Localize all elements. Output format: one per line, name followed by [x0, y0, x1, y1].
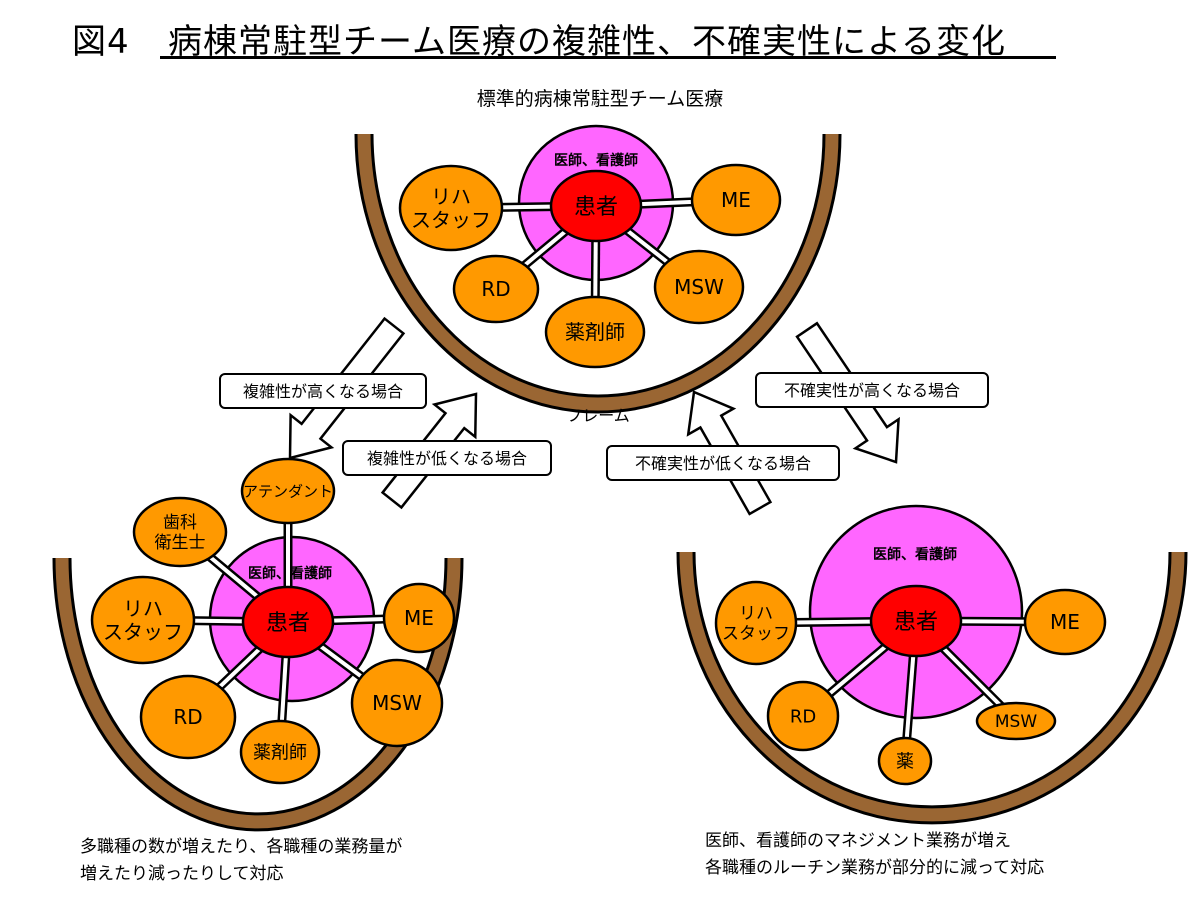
member-label: 薬: [896, 751, 914, 772]
member-node-msw: MSW: [653, 249, 745, 325]
member-ellipse: [690, 163, 782, 237]
member-label: ME: [404, 606, 434, 630]
member-ellipse: [139, 674, 237, 760]
patient-label: 患者: [894, 610, 938, 635]
member-node-pharm: 薬剤師: [544, 295, 646, 369]
complex-caption: 多職種の数が増えたり、各職種の業務量が 増えたり減ったりして対応: [80, 834, 402, 888]
core-team-label: 医師、看護師: [554, 152, 638, 169]
patient-node: [549, 169, 643, 243]
member-label: アテンダント: [243, 482, 333, 500]
member-label: ME: [721, 188, 751, 212]
member-label: リハ: [123, 596, 163, 620]
label-uncertainty-down: 不確実性が低くなる場合: [606, 445, 840, 481]
member-node-me: ME: [690, 163, 782, 237]
member-label: 衛生士: [155, 533, 206, 553]
label-complexity-up: 複雑性が高くなる場合: [219, 373, 427, 409]
member-label: スタッフ: [411, 208, 491, 232]
member-label: MSW: [995, 712, 1037, 732]
label-uncertainty-up: 不確実性が高くなる場合: [755, 372, 989, 408]
figure-title-text: 病棟常駐型チーム医療の複雑性、不確実性による変化: [168, 22, 1006, 62]
label-complexity-down-text: 複雑性が低くなる場合: [367, 449, 527, 468]
member-label: 薬剤師: [565, 320, 625, 344]
member-ellipse: [766, 680, 840, 752]
member-node-pharm: 薬: [877, 736, 933, 786]
member-ellipse: [653, 249, 745, 325]
title-underline: [160, 56, 1056, 59]
member-ellipse: [452, 254, 540, 324]
member-node-rd: RD: [766, 680, 840, 752]
member-ellipse: [382, 582, 456, 654]
member-node-msw: MSW: [975, 701, 1057, 741]
label-uncertainty-down-text: 不確実性が低くなる場合: [635, 454, 811, 473]
label-complexity-up-text: 複雑性が高くなる場合: [243, 382, 403, 401]
member-ellipse: [350, 658, 444, 748]
member-label: リハ: [431, 184, 471, 208]
patient-node: [241, 585, 335, 659]
core-team-label: 医師、看護師: [873, 546, 957, 563]
member-ellipse: [975, 701, 1057, 741]
member-node-msw: MSW: [350, 658, 444, 748]
member-label: RD: [481, 277, 510, 301]
member-label: ME: [1050, 610, 1080, 634]
member-ellipse: [714, 580, 798, 666]
frame-label: フレーム: [566, 406, 630, 425]
frame-standard: [354, 133, 842, 414]
figure-title: 図4 病棟常駐型チーム医療の複雑性、不確実性による変化: [72, 14, 1006, 63]
member-ellipse: [132, 496, 228, 568]
member-label: RD: [173, 705, 202, 729]
member-node-rd: RD: [139, 674, 237, 760]
member-ellipse: [398, 164, 504, 252]
complex-caption-line: 増えたり減ったりして対応: [80, 864, 284, 884]
member-node-me: ME: [382, 582, 456, 654]
member-ellipse: [877, 736, 933, 786]
member-ellipse: [239, 719, 321, 785]
member-label: 薬剤師: [253, 742, 307, 763]
member-ellipse: [1023, 588, 1107, 656]
uncertain-caption: 医師、看護師のマネジメント業務が増え 各職種のルーチン業務が部分的に減って対応: [705, 828, 1044, 882]
uncertain-caption-line: 医師、看護師のマネジメント業務が増え: [705, 831, 1011, 851]
member-node-rd: RD: [452, 254, 540, 324]
uncertain-caption-line: 各職種のルーチン業務が部分的に減って対応: [705, 858, 1045, 878]
patient-label: 患者: [574, 195, 618, 220]
member-label: RD: [790, 706, 816, 727]
member-node-attendant: アテンダント: [240, 457, 336, 525]
member-ellipse: [90, 575, 196, 665]
complex-caption-line: 多職種の数が増えたり、各職種の業務量が: [80, 837, 403, 857]
label-complexity-down: 複雑性が低くなる場合: [342, 440, 552, 476]
figure-number: 図4: [72, 22, 130, 62]
label-uncertainty-up-text: 不確実性が高くなる場合: [784, 381, 960, 400]
patient-node: [869, 584, 963, 658]
member-label: MSW: [674, 275, 724, 299]
standard-panel-title: 標準的病棟常駐型チーム医療: [476, 88, 724, 110]
frame-uncertain: [676, 551, 1188, 825]
member-ellipse: [544, 295, 646, 369]
core-team-label: 医師、看護師: [248, 565, 332, 582]
member-label: スタッフ: [722, 624, 790, 644]
patient-label: 患者: [266, 611, 310, 636]
member-label: MSW: [372, 691, 422, 715]
member-ellipse: [240, 457, 336, 525]
member-node-pharm: 薬剤師: [239, 719, 321, 785]
member-node-me: ME: [1023, 588, 1107, 656]
member-label: 歯科: [163, 513, 197, 533]
member-label: スタッフ: [103, 620, 183, 644]
member-label: リハ: [739, 604, 773, 624]
